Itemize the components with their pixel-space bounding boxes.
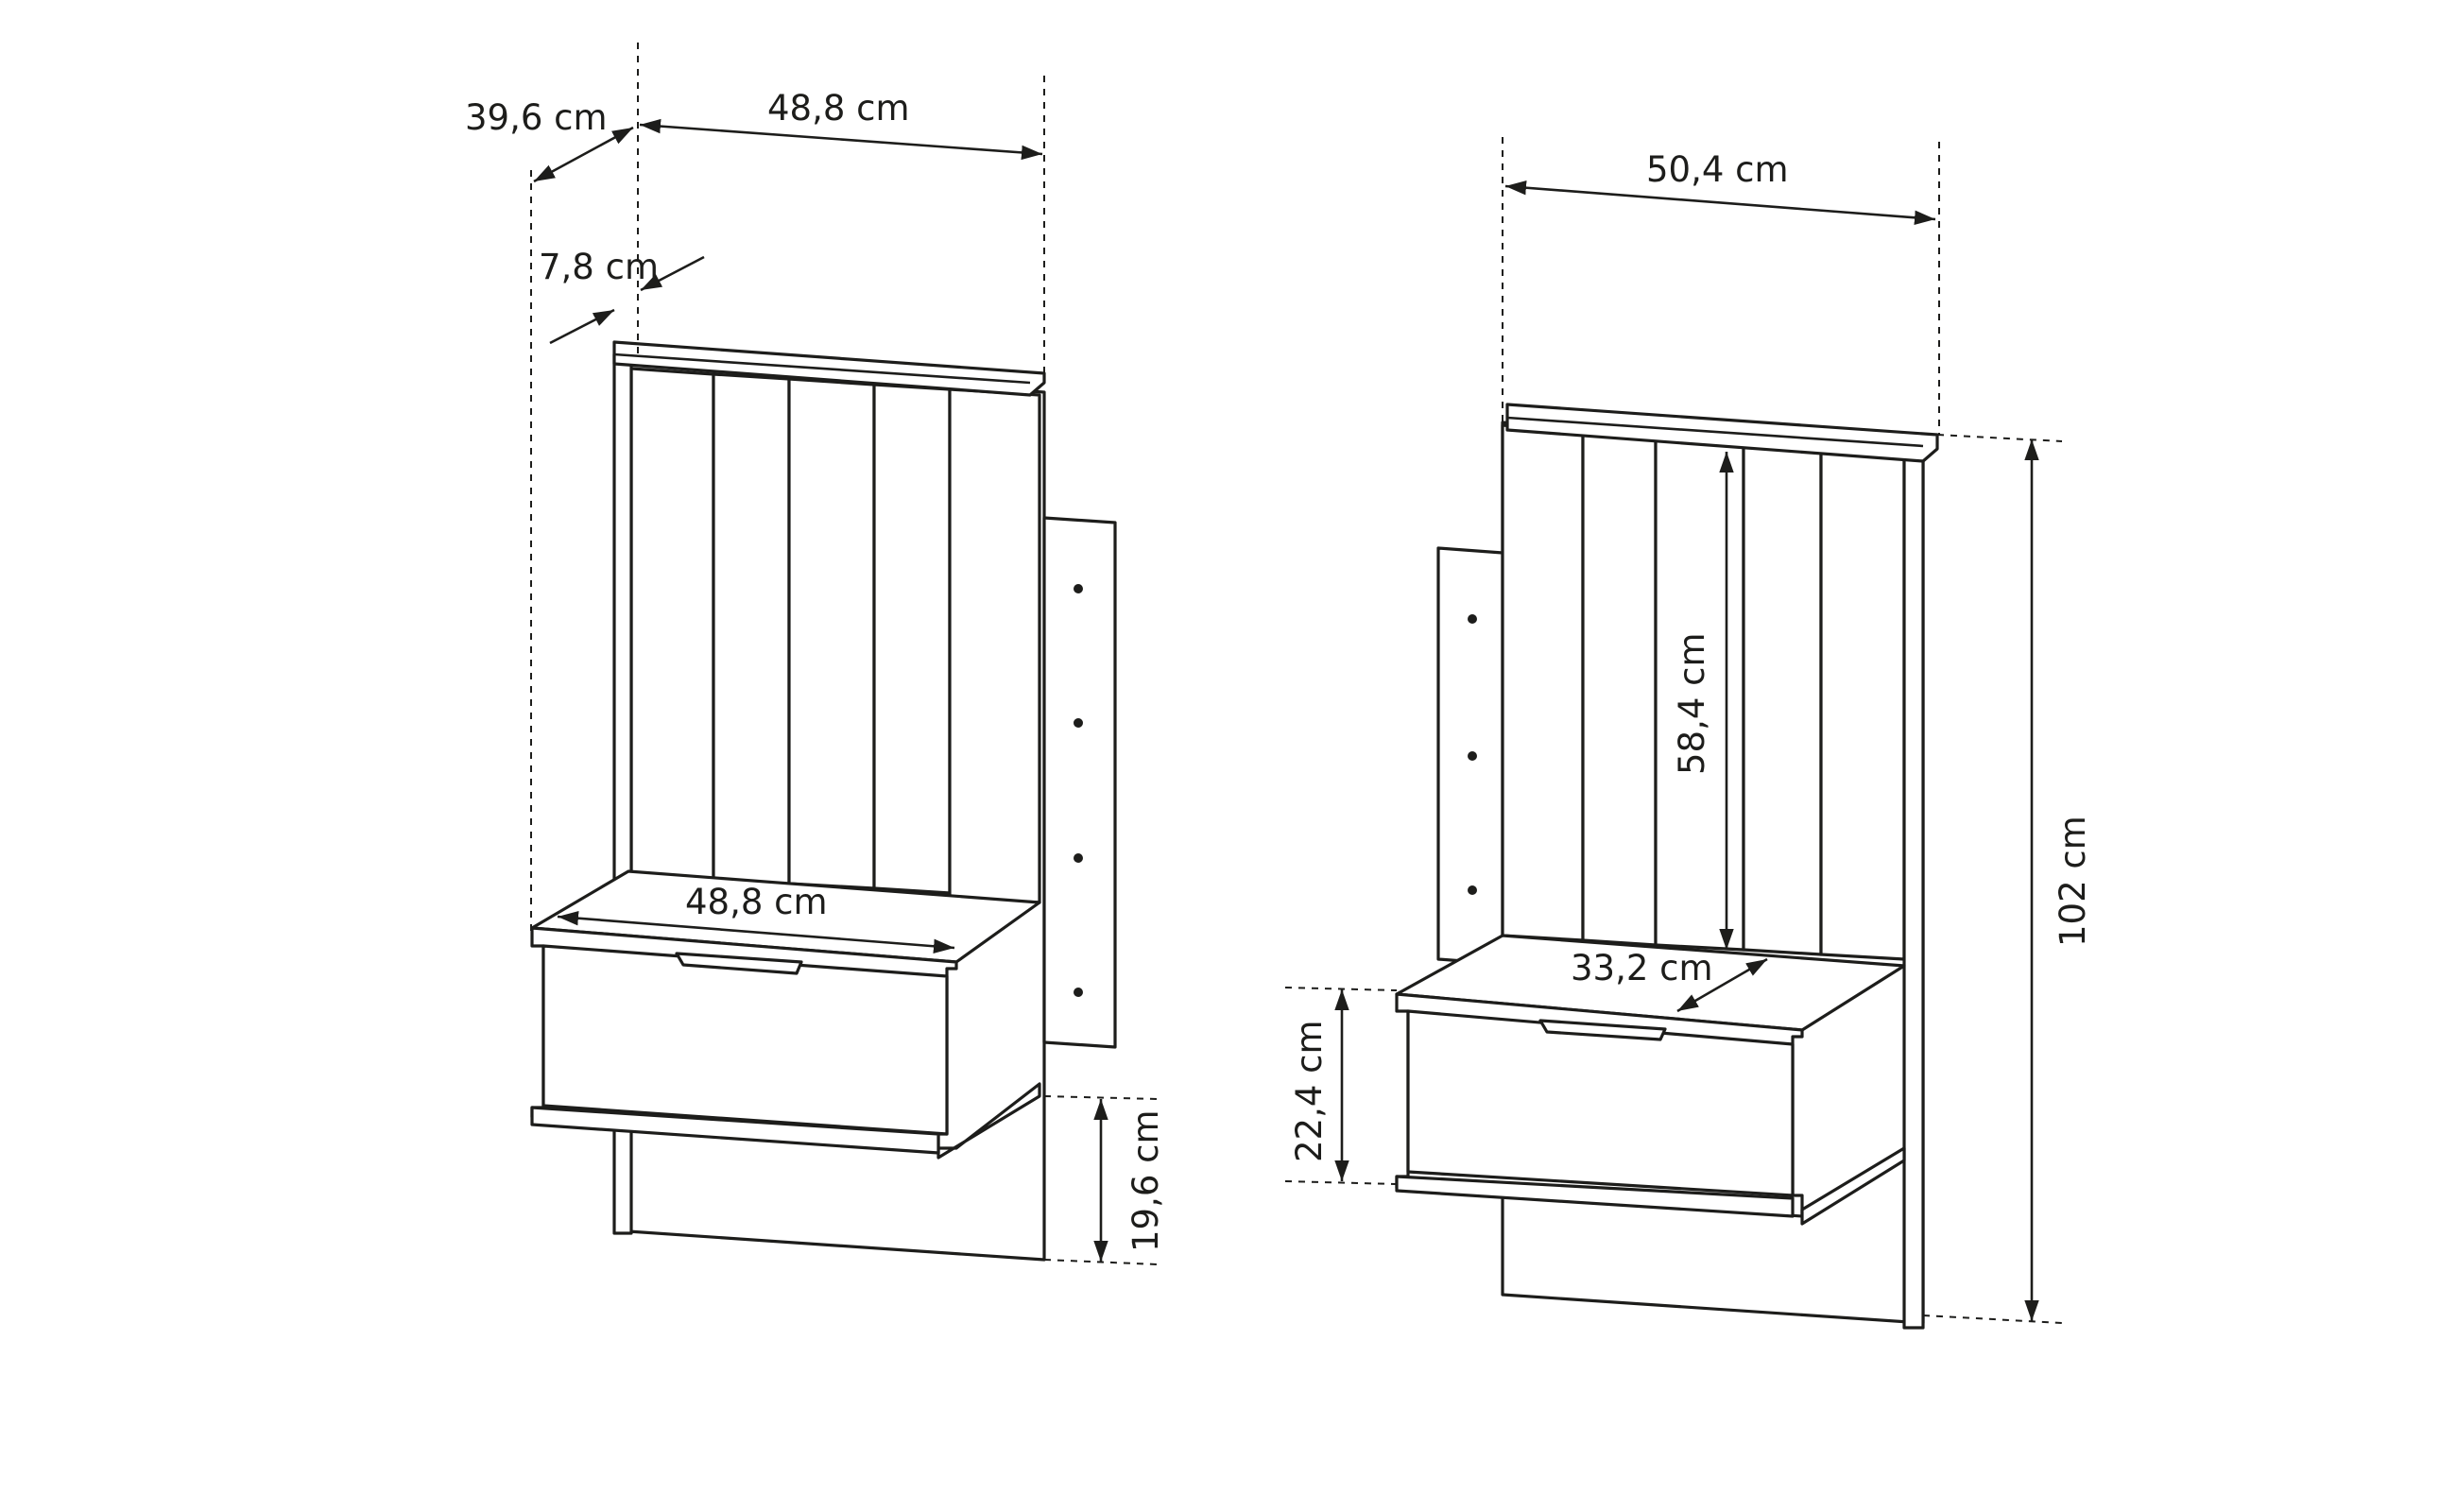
- left-screw-hole: [1074, 988, 1083, 997]
- left-thickness-label: 7,8 cm: [539, 247, 659, 287]
- left-screw-hole: [1074, 853, 1083, 863]
- right-slat-height-label: 58,4 cm: [1672, 632, 1712, 775]
- right-dimensions: 50,4 cm 58,4 cm 33,2 cm 22,4 cm 102 cm: [1284, 137, 2093, 1324]
- left-nightstand: [530, 340, 1117, 1262]
- right-nightstand: [1395, 403, 1939, 1330]
- left-slats: [629, 367, 1041, 904]
- left-thickness-arrow-b: [640, 255, 705, 292]
- right-screw-hole: [1468, 751, 1477, 761]
- right-side-post: [1902, 452, 1925, 1330]
- right-screw-hole: [1468, 614, 1477, 624]
- right-drawer-height-label: 22,4 cm: [1289, 1020, 1330, 1162]
- left-screw-hole: [1074, 718, 1083, 728]
- right-top-width-label: 50,4 cm: [1646, 149, 1789, 190]
- left-dimensions: 39,6 cm 48,8 cm 7,8 cm 48,8 cm 19,6 cm: [465, 43, 1166, 1265]
- left-thickness-arrow-a: [549, 308, 615, 345]
- right-drawer-front: [1406, 1009, 1795, 1197]
- left-shelf-width-label: 48,8 cm: [685, 882, 828, 922]
- left-drawer-front: [541, 944, 949, 1136]
- right-shelf-depth-arrow: [1676, 957, 1768, 1013]
- left-bottom-height-label: 19,6 cm: [1125, 1109, 1166, 1252]
- right-drawer-handle: [1538, 1019, 1667, 1041]
- left-mounting-strip: [1042, 516, 1117, 1049]
- left-screw-hole: [1074, 584, 1083, 593]
- right-drawer-side: [1800, 1146, 1906, 1226]
- left-top-width-label: 48,8 cm: [767, 88, 910, 129]
- left-depth-arrow: [533, 126, 634, 183]
- right-screw-hole: [1468, 885, 1477, 895]
- left-shelf-width-arrow: [557, 911, 955, 954]
- right-top-width-arrow: [1504, 180, 1936, 225]
- left-drawer-handle: [675, 952, 803, 975]
- left-top-width-arrow: [639, 118, 1043, 161]
- left-depth-label: 39,6 cm: [465, 97, 608, 138]
- right-shelf-depth-label: 33,2 cm: [1571, 948, 1713, 988]
- right-total-height-label: 102 cm: [2053, 816, 2093, 947]
